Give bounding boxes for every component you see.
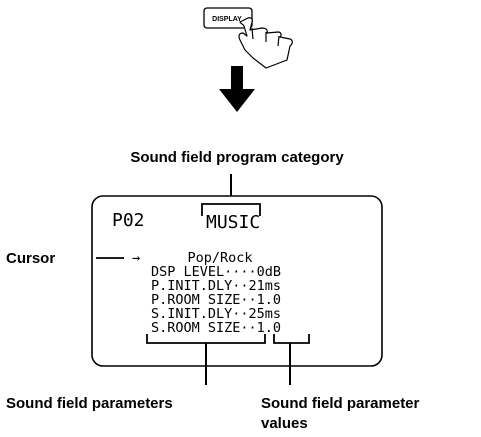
parameter-dots: ·· — [232, 306, 248, 322]
svg-text:DSP LEVEL····0dB: DSP LEVEL····0dB — [151, 264, 281, 280]
parameter-value: 1.0 — [257, 292, 281, 308]
parameter-value: 25ms — [249, 306, 282, 322]
display-button-label: DISPLAY — [212, 16, 242, 23]
parameter-name: P.ROOM SIZE — [151, 292, 240, 308]
parameter-dots: ·· — [232, 278, 248, 294]
parameter-value: 0dB — [257, 264, 281, 280]
parameter-name: DSP LEVEL — [151, 264, 224, 280]
parameters-callout-label: Sound field parameters — [6, 395, 173, 412]
svg-text:S.INIT.DLY··25ms: S.INIT.DLY··25ms — [151, 306, 281, 322]
parameter-dots: ···· — [224, 264, 257, 280]
values-callout-label-line1: Sound field parameter — [261, 395, 420, 412]
program-name: Pop/Rock — [187, 250, 252, 266]
parameter-dots: ·· — [240, 320, 256, 336]
cursor-callout-label: Cursor — [6, 250, 55, 267]
values-bracket — [273, 334, 310, 344]
parameter-value: 1.0 — [257, 320, 281, 336]
parameter-name: S.ROOM SIZE — [151, 320, 240, 336]
category-callout-label: Sound field program category — [130, 149, 344, 166]
cursor-indicator: → — [132, 250, 140, 266]
hand-pressing-icon — [238, 17, 293, 69]
parameter-value: 21ms — [249, 278, 282, 294]
parameter-list: DSP LEVEL····0dB P.INIT.DLY··21ms P.ROOM… — [151, 264, 281, 336]
program-number: P02 — [112, 210, 145, 231]
values-callout-label-line2: values — [261, 415, 308, 432]
svg-text:S.ROOM SIZE··1.0: S.ROOM SIZE··1.0 — [151, 320, 281, 336]
lcd-screen — [91, 195, 383, 367]
down-arrow-icon — [219, 66, 255, 112]
category-bracket — [201, 203, 261, 216]
program-category: MUSIC — [206, 212, 260, 233]
svg-text:P.INIT.DLY··21ms: P.INIT.DLY··21ms — [151, 278, 281, 294]
parameter-name: S.INIT.DLY — [151, 306, 232, 322]
svg-text:P.ROOM SIZE··1.0: P.ROOM SIZE··1.0 — [151, 292, 281, 308]
parameter-name: P.INIT.DLY — [151, 278, 232, 294]
parameter-dots: ·· — [240, 292, 256, 308]
